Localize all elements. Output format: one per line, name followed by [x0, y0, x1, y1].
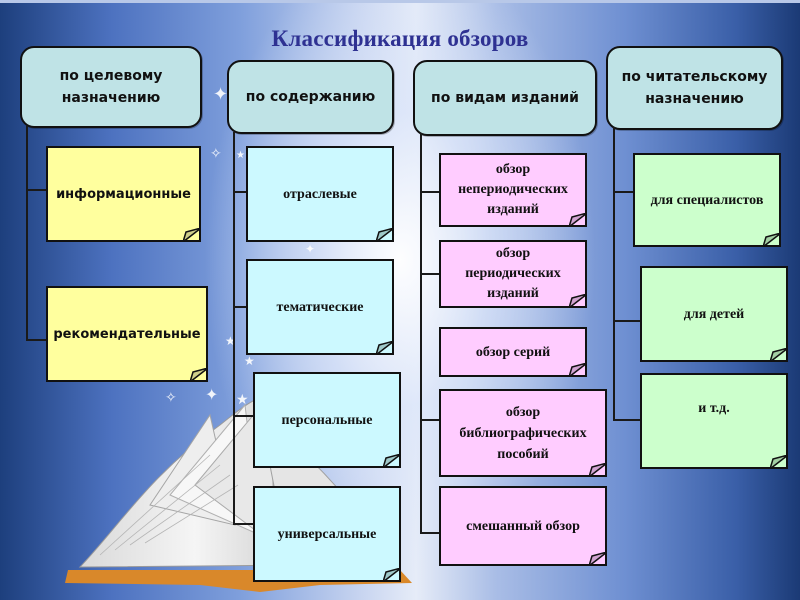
- star-icon: ★: [236, 392, 249, 408]
- connector-line: [420, 133, 422, 533]
- category-label: для детей: [683, 306, 745, 322]
- page-curl-icon: [589, 463, 607, 477]
- category-label: смешанный обзор: [466, 518, 580, 534]
- category-box: для детей: [640, 266, 788, 362]
- header-by-purpose: по целевому назначению: [20, 46, 202, 128]
- category-label: обзор периодических изданий: [465, 246, 561, 301]
- category-label: персональные: [281, 412, 373, 428]
- connector-line: [613, 320, 640, 322]
- page-curl-icon: [569, 213, 587, 227]
- header-by-reader-purpose: по читательскому назначению: [606, 46, 783, 130]
- star-icon: ✧: [165, 390, 177, 406]
- category-label: обзор библиографических пособий: [459, 404, 587, 462]
- category-box: обзор непериодических изданий: [439, 153, 587, 227]
- star-icon: ★: [225, 334, 236, 348]
- header-label: по читательскому назначению: [621, 69, 768, 107]
- header-label: по целевому назначению: [59, 68, 163, 106]
- category-box: обзор периодических изданий: [439, 240, 587, 308]
- page-curl-icon: [376, 341, 394, 355]
- page-curl-icon: [763, 233, 781, 247]
- category-box: универсальные: [253, 486, 401, 582]
- category-box: отраслевые: [246, 146, 394, 242]
- star-icon: ✦: [205, 385, 219, 404]
- category-box: информационные: [46, 146, 201, 242]
- header-by-publication-type: по видам изданий: [413, 60, 597, 136]
- category-box: тематические: [246, 259, 394, 355]
- page-curl-icon: [569, 294, 587, 308]
- page-curl-icon: [190, 368, 208, 382]
- connector-line: [420, 191, 440, 193]
- category-box: обзор серий: [439, 327, 587, 377]
- connector-line: [233, 523, 253, 525]
- page-curl-icon: [770, 455, 788, 469]
- connector-line: [26, 126, 28, 341]
- category-box: и т.д.: [640, 373, 788, 469]
- connector-line: [420, 419, 440, 421]
- header-label: по видам изданий: [431, 90, 579, 106]
- category-label: для специалистов: [650, 192, 764, 208]
- category-box: персональные: [253, 372, 401, 468]
- connector-line: [26, 339, 46, 341]
- page-curl-icon: [569, 363, 587, 377]
- category-label: рекомендательные: [53, 326, 201, 342]
- category-label: тематические: [276, 299, 364, 315]
- connector-line: [233, 306, 247, 308]
- page-curl-icon: [183, 228, 201, 242]
- connector-line: [613, 419, 640, 421]
- page-curl-icon: [383, 568, 401, 582]
- top-band: [0, 0, 800, 3]
- category-label: отраслевые: [283, 186, 357, 202]
- page-curl-icon: [383, 454, 401, 468]
- category-box: для специалистов: [633, 153, 781, 247]
- connector-line: [233, 132, 235, 524]
- star-icon: ★: [244, 354, 255, 368]
- category-box: рекомендательные: [46, 286, 208, 382]
- page-curl-icon: [589, 552, 607, 566]
- connector-line: [26, 189, 46, 191]
- connector-line: [233, 415, 253, 417]
- category-label: универсальные: [277, 526, 377, 542]
- connector-line: [420, 273, 440, 275]
- star-icon: ★: [236, 150, 245, 161]
- star-icon: ✦: [213, 84, 229, 105]
- connector-line: [233, 191, 247, 193]
- header-by-content: по содержанию: [227, 60, 394, 134]
- category-label: обзор непериодических изданий: [458, 162, 568, 217]
- star-icon: ✦: [305, 242, 316, 256]
- connector-line: [420, 532, 440, 534]
- category-label: обзор серий: [475, 344, 551, 360]
- category-label: информационные: [56, 186, 191, 202]
- connector-line: [613, 127, 615, 421]
- star-icon: ✧: [210, 146, 222, 162]
- page-curl-icon: [770, 348, 788, 362]
- category-box: смешанный обзор: [439, 486, 607, 566]
- category-box: обзор библиографических пособий: [439, 389, 607, 477]
- header-label: по содержанию: [245, 89, 376, 105]
- connector-line: [613, 191, 633, 193]
- diagram-title: Классификация обзоров: [271, 26, 529, 51]
- page-curl-icon: [376, 228, 394, 242]
- category-label: и т.д.: [698, 400, 730, 416]
